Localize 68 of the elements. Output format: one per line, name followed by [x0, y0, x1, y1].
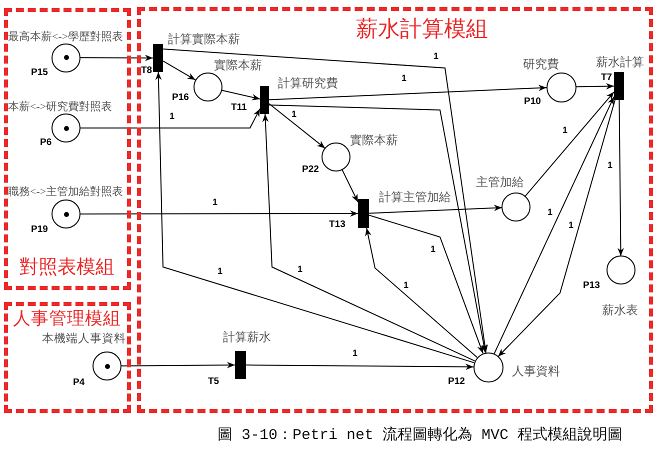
transition-label: 計算實際本薪 — [168, 33, 240, 46]
arrow — [155, 72, 475, 364]
weight-label: 1 — [352, 349, 359, 359]
place-label: 實際本薪 — [214, 59, 262, 72]
weight-label: 1 — [296, 265, 304, 275]
weight-label: 1 — [606, 161, 614, 171]
arrow — [575, 83, 614, 90]
module-title: 人事管理模組 — [13, 309, 121, 330]
place-id: P22 — [302, 165, 319, 176]
weight-label: 1 — [290, 110, 298, 120]
arrow — [162, 60, 196, 80]
weight-label: 1 — [402, 281, 410, 291]
figure-caption: 圖 3-10：Petri net 流程圖轉化為 MVC 程式模組說明圖 — [218, 427, 623, 444]
weight-label: 1 — [212, 198, 219, 208]
transition-id: T8 — [141, 66, 152, 76]
transition-label: 計算薪水 — [223, 331, 271, 344]
module-title: 對照表模組 — [20, 257, 114, 279]
arrow — [268, 103, 326, 149]
weight-label: 1 — [168, 112, 176, 122]
place-id: P6 — [40, 138, 52, 148]
place-label: 主管加給 — [476, 176, 524, 190]
place-id: P13 — [583, 281, 600, 292]
place-id: P15 — [31, 68, 48, 78]
arrow — [368, 204, 502, 214]
arrow — [162, 48, 488, 354]
arrow — [268, 84, 547, 100]
place-label: 研究費 — [523, 58, 559, 72]
place-label: 本機端人事資料 — [42, 333, 126, 346]
weight-label: 1 — [430, 245, 437, 255]
arrow — [368, 214, 484, 354]
place-label: 本薪<->研究費對照表 — [8, 101, 112, 114]
arrow — [618, 100, 624, 256]
transition-id: T11 — [231, 103, 247, 114]
arrow — [80, 210, 358, 217]
place-id: P12 — [448, 377, 465, 388]
transition-id: T7 — [601, 73, 612, 84]
transition-id: T13 — [329, 220, 346, 230]
arrow — [120, 362, 236, 368]
module-box — [4, 302, 131, 413]
module-title: 薪水計算模組 — [356, 17, 488, 42]
place-label: 薪水表 — [602, 304, 638, 318]
place-label: 人事資料 — [512, 365, 560, 378]
place-label: 實際本薪 — [350, 134, 398, 148]
arrow — [80, 54, 154, 62]
weight-label: 1 — [400, 74, 408, 84]
weight-label: 1 — [546, 208, 554, 218]
transition-label: 計算主管加給 — [379, 191, 451, 204]
arrow — [342, 169, 358, 203]
weight-label: 1 — [216, 267, 224, 277]
place-id: P16 — [172, 93, 189, 104]
place-label: 最高本薪<->學歷對照表 — [8, 31, 124, 44]
arrow — [365, 228, 478, 358]
weight-label: 1 — [432, 52, 440, 62]
transition-id: T5 — [208, 377, 220, 388]
arrow — [80, 108, 260, 128]
module-box — [4, 8, 131, 290]
place-id: P4 — [73, 378, 85, 388]
place-label: 職務<->主管加給對照表 — [8, 186, 124, 198]
transition-label: 薪水計算 — [596, 56, 644, 70]
arrow — [524, 91, 614, 197]
transition-label: 計算研究費 — [278, 77, 338, 90]
weight-label: 1 — [568, 221, 575, 231]
weight-label: 1 — [562, 126, 569, 136]
arrow — [246, 364, 474, 370]
place-id: P19 — [31, 225, 48, 236]
module-box — [137, 7, 653, 413]
arrow — [220, 90, 260, 100]
place-id: P10 — [524, 97, 541, 108]
